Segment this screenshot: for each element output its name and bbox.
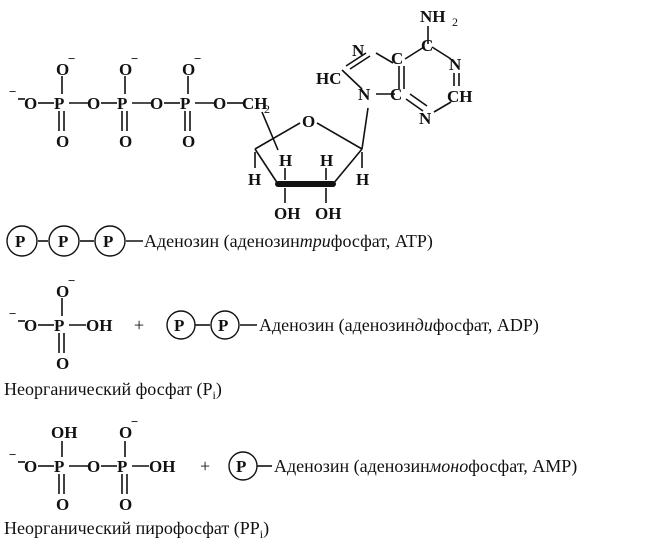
atom-o: O bbox=[56, 282, 69, 301]
atom-o: O bbox=[87, 457, 100, 476]
atom-p: P bbox=[180, 94, 190, 113]
atom-h: H bbox=[320, 151, 333, 170]
atp-label: Аденозин (аденозинтрифосфат, ATP) bbox=[144, 231, 433, 252]
phosphate-circle-label: P bbox=[15, 232, 25, 251]
atom-o: O bbox=[56, 354, 69, 373]
atom-oh: OH bbox=[86, 316, 112, 335]
minus-sign: − bbox=[9, 447, 16, 462]
amp-label: Аденозин (аденозинмонофосфат, AMP) bbox=[274, 456, 577, 477]
subscript: 2 bbox=[264, 102, 270, 116]
phosphate-circle-label: P bbox=[218, 316, 228, 335]
minus-sign: − bbox=[68, 51, 75, 66]
atom-o: O bbox=[119, 60, 132, 79]
atom-p: P bbox=[54, 457, 64, 476]
amp-line: − O P O P OH OH O − O O + P Аденозин (ад… bbox=[9, 414, 577, 514]
atom-o: O bbox=[24, 94, 37, 113]
adp-label: Аденозин (аденозиндифосфат, ADP) bbox=[259, 315, 539, 336]
atom-n: N bbox=[358, 85, 371, 104]
atom-c: CH bbox=[242, 94, 268, 113]
minus-sign: − bbox=[9, 84, 16, 99]
ribose-ring: O H H H H OH OH bbox=[248, 107, 369, 223]
atom-o: O bbox=[56, 132, 69, 151]
atom-hc: HC bbox=[316, 69, 342, 88]
subscript: 2 bbox=[452, 15, 458, 29]
inorganic-pyrophosphate-caption: Неорганический пирофосфат (PPi) bbox=[4, 518, 269, 541]
plus-sign: + bbox=[134, 315, 144, 335]
atom-p: P bbox=[117, 457, 127, 476]
atom-o: O bbox=[56, 495, 69, 514]
atom-oh: OH bbox=[51, 423, 77, 442]
phosphate-circle-label: P bbox=[58, 232, 68, 251]
minus-sign: − bbox=[194, 51, 201, 66]
atom-oh: OH bbox=[149, 457, 175, 476]
atom-h: H bbox=[356, 170, 369, 189]
atom-h: H bbox=[279, 151, 292, 170]
atom-c: C bbox=[391, 49, 403, 68]
atom-o: O bbox=[87, 94, 100, 113]
adp-line: − O P OH O − O + P P Аденозин (аденозинд… bbox=[9, 273, 539, 373]
atom-o: O bbox=[56, 60, 69, 79]
atom-p: P bbox=[54, 316, 64, 335]
atom-c: C bbox=[390, 85, 402, 104]
atom-oh: OH bbox=[315, 204, 341, 223]
atom-n: N bbox=[352, 41, 365, 60]
atom-c: C bbox=[421, 36, 433, 55]
plus-sign: + bbox=[200, 456, 210, 476]
atom-ch: CH bbox=[447, 87, 473, 106]
triphosphate-chain: − O P O P O P O CH 2 O − O − O − O O O bbox=[9, 51, 279, 151]
atom-o: O bbox=[302, 112, 315, 131]
atom-o: O bbox=[182, 60, 195, 79]
atom-o: O bbox=[119, 132, 132, 151]
atom-o: O bbox=[119, 423, 132, 442]
atom-h: H bbox=[248, 170, 261, 189]
atom-o: O bbox=[24, 316, 37, 335]
atom-n: N bbox=[419, 109, 432, 128]
adenine-base: N HC N C C C N CH N NH 2 bbox=[316, 7, 473, 128]
atom-o: O bbox=[119, 495, 132, 514]
minus-sign: − bbox=[131, 414, 138, 429]
atom-o: O bbox=[182, 132, 195, 151]
atom-oh: OH bbox=[274, 204, 300, 223]
minus-sign: − bbox=[131, 51, 138, 66]
atom-nh: NH bbox=[420, 7, 446, 26]
phosphate-circle-label: P bbox=[103, 232, 113, 251]
atom-n: N bbox=[449, 55, 462, 74]
atom-o: O bbox=[213, 94, 226, 113]
atom-o: O bbox=[24, 457, 37, 476]
minus-sign: − bbox=[9, 306, 16, 321]
atom-p: P bbox=[54, 94, 64, 113]
atp-line: P P P Аденозин (аденозинтрифосфат, ATP) bbox=[6, 225, 433, 257]
phosphate-circle-label: P bbox=[236, 457, 246, 476]
phosphate-circle-label: P bbox=[174, 316, 184, 335]
atom-o: O bbox=[150, 94, 163, 113]
inorganic-phosphate-caption: Неорганический фосфат (Pi) bbox=[4, 379, 222, 402]
minus-sign: − bbox=[68, 273, 75, 288]
atom-p: P bbox=[117, 94, 127, 113]
